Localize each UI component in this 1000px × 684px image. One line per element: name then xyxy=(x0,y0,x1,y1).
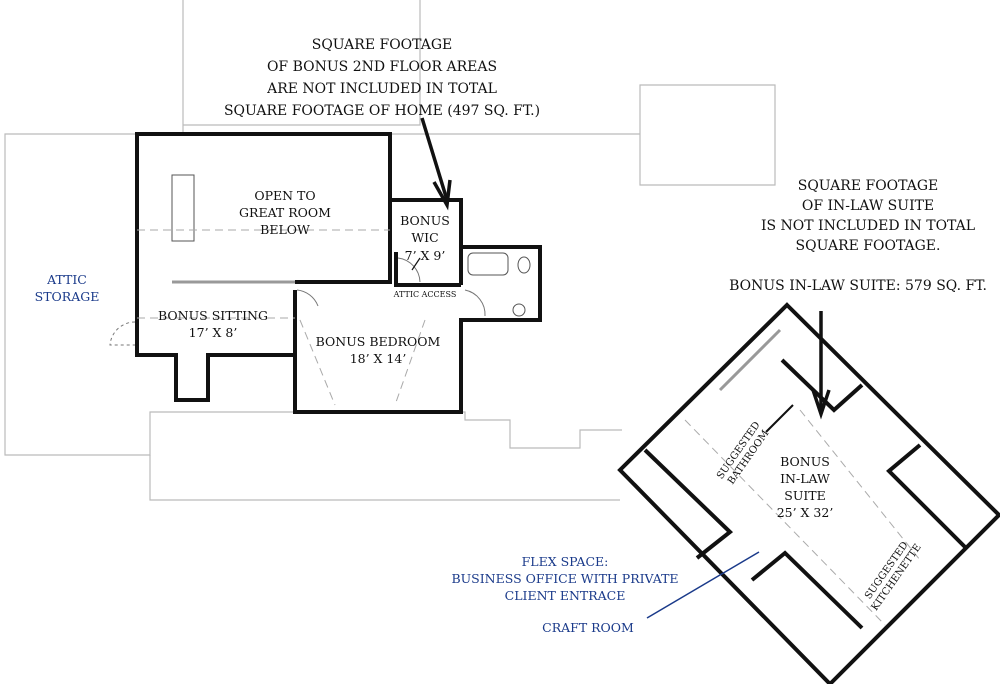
room-label: GREAT ROOM xyxy=(239,205,331,220)
note-line: ARE NOT INCLUDED IN TOTAL xyxy=(266,81,497,97)
room-label: WIC xyxy=(411,230,438,245)
suite-area: BONUS IN-LAW SUITE: 579 SQ. FT. xyxy=(729,278,987,294)
room-label: BONUS BEDROOM xyxy=(316,334,441,349)
room-label: SUITE xyxy=(784,488,826,503)
note-line: SQUARE FOOTAGE xyxy=(798,178,939,194)
note-line: SQUARE FOOTAGE. xyxy=(796,238,941,254)
note-line: OF IN-LAW SUITE xyxy=(802,198,934,214)
room-label: BELOW xyxy=(260,222,310,237)
flex-line: CLIENT ENTRACE xyxy=(505,588,626,603)
attic-storage-label: ATTIC xyxy=(46,272,87,287)
note-line: IS NOT INCLUDED IN TOTAL xyxy=(761,218,975,234)
attic-perimeter xyxy=(4,0,776,501)
attic-storage-label: STORAGE xyxy=(35,289,100,304)
room-label: 7’ X 9’ xyxy=(405,248,446,263)
flex-line: FLEX SPACE: xyxy=(522,554,609,569)
note-line: SQUARE FOOTAGE xyxy=(312,37,453,53)
room-label: BONUS xyxy=(780,454,830,469)
toilet xyxy=(517,256,531,274)
suite-footage-note: SQUARE FOOTAGE OF IN-LAW SUITE IS NOT IN… xyxy=(729,178,987,294)
room-label: OPEN TO xyxy=(254,188,315,203)
bonus-floor-walls xyxy=(109,132,542,414)
annotation-arrows xyxy=(420,117,831,619)
room-label: 17’ X 8’ xyxy=(189,325,238,340)
flex-line: BUSINESS OFFICE WITH PRIVATE xyxy=(451,571,678,586)
attic-access-label: ATTIC ACCESS xyxy=(393,290,457,299)
room-label: BONUS xyxy=(400,213,450,228)
room-label: IN-LAW xyxy=(780,471,830,486)
flex-space-note: FLEX SPACE: BUSINESS OFFICE WITH PRIVATE… xyxy=(451,554,678,635)
fireplace-chase xyxy=(171,174,195,242)
bonus-footage-note: SQUARE FOOTAGE OF BONUS 2ND FLOOR AREAS … xyxy=(224,37,540,119)
bathtub xyxy=(467,252,509,276)
room-label: 18’ X 14’ xyxy=(350,351,407,366)
note-line: OF BONUS 2ND FLOOR AREAS xyxy=(267,59,497,75)
in-law-suite-walls xyxy=(617,302,1000,684)
note-line: SQUARE FOOTAGE OF HOME (497 SQ. FT.) xyxy=(224,103,540,119)
room-label: 25’ X 32’ xyxy=(777,505,834,520)
room-labels: OPEN TO GREAT ROOM BELOW BONUS WIC 7’ X … xyxy=(35,188,924,613)
sink xyxy=(512,303,526,317)
craft-room-label: CRAFT ROOM xyxy=(542,620,634,635)
room-label: BONUS SITTING xyxy=(158,308,268,323)
